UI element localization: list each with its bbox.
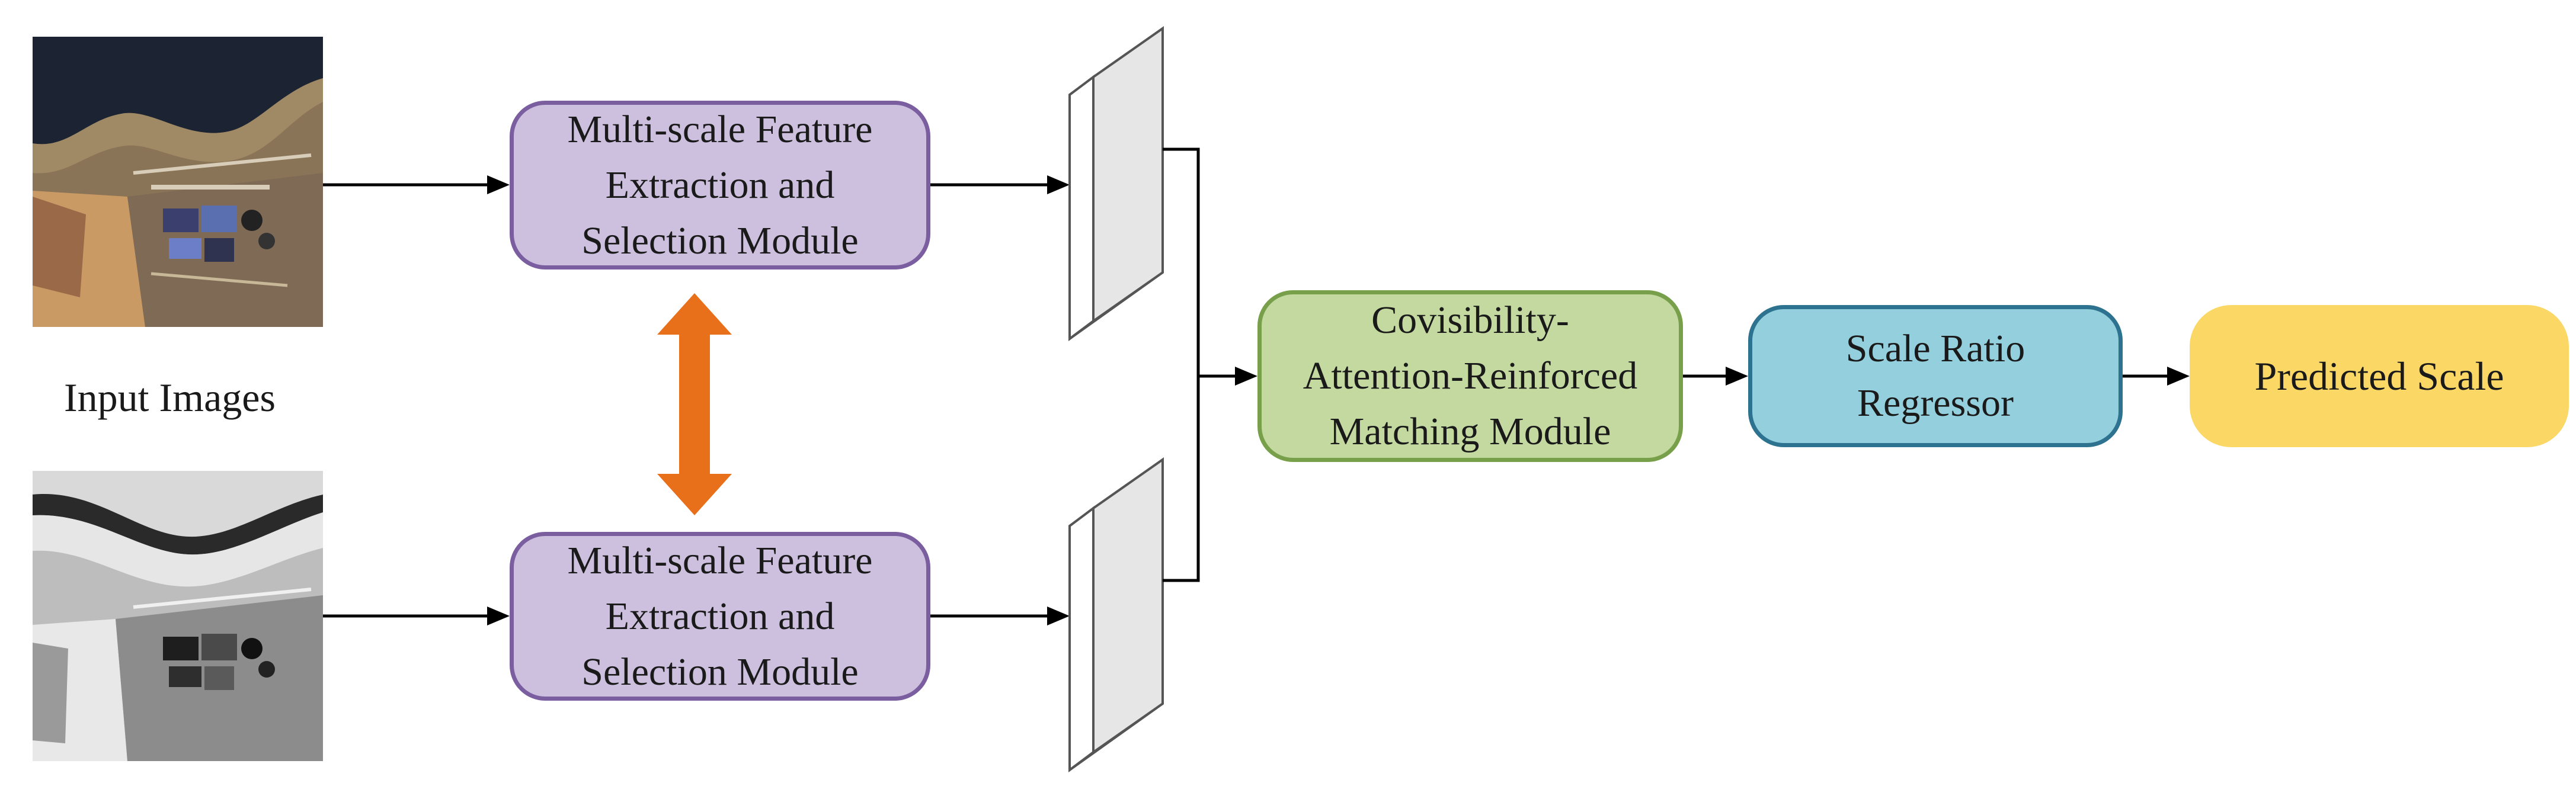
shared-weights-double-arrow — [657, 293, 732, 515]
feature-extraction-module-top: Multi-scale Feature Extraction and Selec… — [510, 101, 930, 269]
merge-connector — [1163, 147, 1257, 582]
input-image-grayscale — [33, 471, 323, 761]
input-images-label: Input Images — [64, 375, 276, 420]
feature-extraction-module-bottom: Multi-scale Feature Extraction and Selec… — [510, 532, 930, 701]
input-image-color — [33, 37, 323, 327]
arrow-image-top-to-extraction — [323, 175, 510, 194]
feature-map-top — [1068, 26, 1164, 341]
matching-module: Covisibility- Attention-Reinforced Match… — [1257, 290, 1683, 462]
scale-ratio-regressor: Scale Ratio Regressor — [1748, 305, 2123, 447]
arrow-extraction-bottom-to-feature-map — [930, 607, 1070, 625]
arrow-image-bottom-to-extraction — [323, 607, 510, 625]
arrow-matching-to-regressor — [1683, 367, 1748, 386]
predicted-scale-output: Predicted Scale — [2190, 305, 2569, 447]
arrow-extraction-top-to-feature-map — [930, 175, 1070, 194]
feature-map-bottom — [1068, 457, 1164, 772]
arrow-regressor-to-output — [2123, 367, 2190, 386]
